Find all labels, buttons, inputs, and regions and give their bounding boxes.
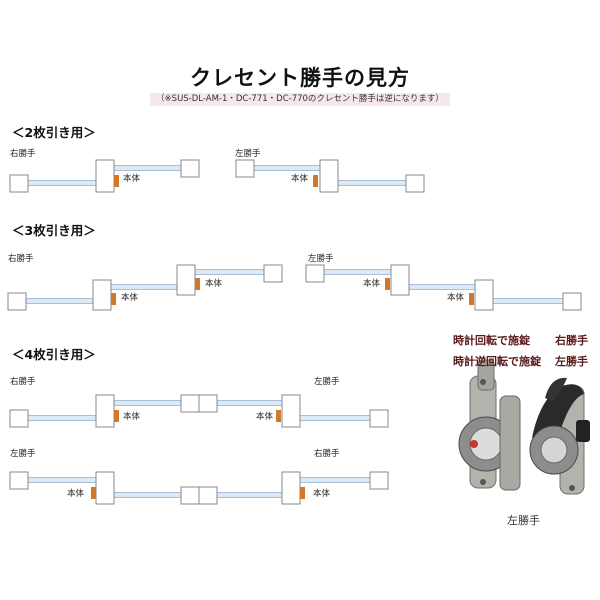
sash-rail	[337, 180, 407, 186]
sash-rail	[323, 269, 392, 275]
legend-counterclockwise: 時計逆回転で施錠	[453, 355, 541, 368]
sash-frame	[180, 159, 200, 178]
sash-rail	[27, 180, 97, 186]
crescent-body-mark	[195, 278, 200, 290]
sash-frame	[319, 159, 339, 193]
body-label: 本体	[313, 489, 331, 499]
sash-frame	[198, 394, 218, 413]
section-3-panel: ＜3枚引き用＞	[12, 223, 96, 238]
sash-frame	[369, 471, 389, 490]
sash-rail	[27, 477, 97, 483]
page-subtitle: （※SUS-DL-AM-1・DC-771・DC-770のクレセント勝手は逆になり…	[150, 93, 450, 106]
sash-rail	[299, 477, 371, 483]
sash-rail	[194, 269, 265, 275]
left-hand-label: 左勝手	[10, 449, 36, 459]
sash-rail	[113, 165, 182, 171]
left-hand-label: 左勝手	[235, 149, 261, 159]
right-hand-label: 右勝手	[10, 149, 36, 159]
sash-frame	[92, 279, 112, 311]
sash-rail	[110, 284, 178, 290]
sash-frame	[369, 409, 389, 428]
legend-clockwise: 時計回転で施錠	[453, 334, 530, 347]
crescent-lock-photo-left	[458, 359, 521, 491]
sash-frame	[198, 486, 218, 505]
section-4-panel: ＜4枚引き用＞	[12, 347, 96, 362]
sash-frame	[95, 159, 115, 193]
sash-rail	[216, 492, 283, 498]
legend-clockwise-hand: 右勝手	[555, 334, 588, 347]
right-hand-label: 右勝手	[10, 377, 36, 387]
crescent-body-mark	[313, 175, 318, 187]
sash-frame	[390, 264, 410, 296]
sash-frame	[180, 394, 200, 413]
right-hand-label: 右勝手	[8, 254, 34, 264]
crescent-lock-photo-right	[529, 377, 590, 495]
sash-frame	[474, 279, 494, 311]
section-2-panel: ＜2枚引き用＞	[12, 125, 96, 140]
sash-frame	[562, 292, 582, 311]
crescent-body-mark	[385, 278, 390, 290]
crescent-body-mark	[111, 293, 116, 305]
body-label: 本体	[291, 174, 309, 184]
legend-counterclockwise-hand: 左勝手	[555, 355, 588, 368]
body-label: 本体	[67, 489, 85, 499]
photo-caption: 左勝手	[507, 514, 540, 527]
crescent-body-mark	[276, 410, 281, 422]
sash-frame	[9, 471, 29, 490]
sash-rail	[113, 400, 182, 406]
sash-rail	[216, 400, 283, 406]
sash-frame	[95, 471, 115, 505]
sash-rail	[113, 492, 182, 498]
sash-frame	[180, 486, 200, 505]
right-hand-label: 右勝手	[314, 449, 340, 459]
left-hand-label: 左勝手	[314, 377, 340, 387]
crescent-body-mark	[114, 175, 119, 187]
body-label: 本体	[121, 293, 139, 303]
sash-rail	[408, 284, 476, 290]
sash-rail	[27, 415, 97, 421]
sash-rail	[299, 415, 371, 421]
crescent-body-mark	[91, 487, 96, 499]
sash-frame	[281, 471, 301, 505]
sash-rail	[25, 298, 94, 304]
crescent-body-mark	[469, 293, 474, 305]
sash-frame	[263, 264, 283, 283]
sash-frame	[235, 159, 255, 178]
sash-frame	[281, 394, 301, 428]
body-label: 本体	[363, 279, 381, 289]
left-hand-label: 左勝手	[308, 254, 334, 264]
sash-rail	[492, 298, 564, 304]
sash-rail	[253, 165, 321, 171]
body-label: 本体	[205, 279, 223, 289]
body-label: 本体	[447, 293, 465, 303]
body-label: 本体	[256, 412, 274, 422]
crescent-body-mark	[300, 487, 305, 499]
body-label: 本体	[123, 412, 141, 422]
body-label: 本体	[123, 174, 141, 184]
sash-frame	[7, 292, 27, 311]
sash-frame	[9, 409, 29, 428]
crescent-body-mark	[114, 410, 119, 422]
sash-frame	[9, 174, 29, 193]
page-title: クレセント勝手の見方	[190, 66, 410, 90]
sash-frame	[305, 264, 325, 283]
sash-frame	[405, 174, 425, 193]
sash-frame	[95, 394, 115, 428]
sash-frame	[176, 264, 196, 296]
